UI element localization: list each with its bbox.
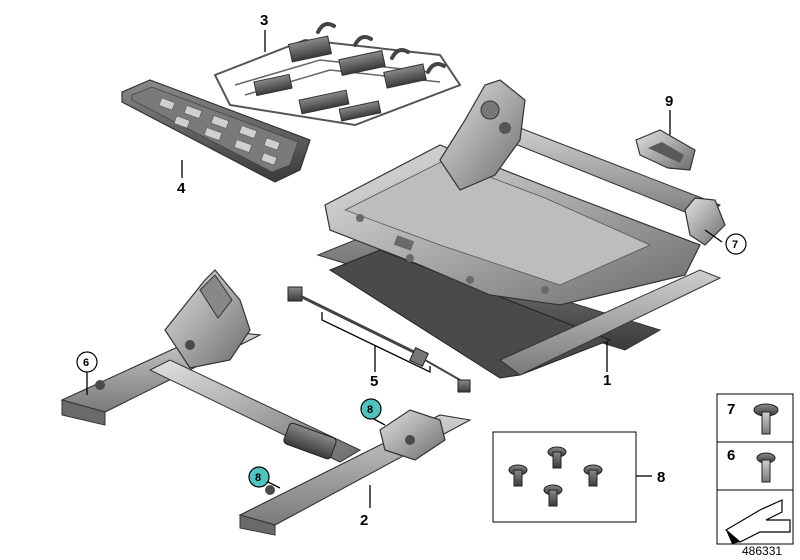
circle-callout-6: 6 bbox=[76, 351, 98, 373]
screw-7-icon bbox=[753, 403, 779, 435]
circle-callout-8-lower: 8 bbox=[248, 466, 270, 488]
seat-pan-mat[interactable] bbox=[121, 79, 311, 183]
circle-callout-7: 7 bbox=[725, 233, 747, 255]
screw-set-box[interactable] bbox=[492, 431, 637, 523]
callout-9: 9 bbox=[665, 93, 673, 110]
svg-text:7: 7 bbox=[732, 239, 738, 251]
callout-8: 8 bbox=[657, 469, 665, 486]
svg-text:6: 6 bbox=[83, 357, 89, 369]
legend-label-7: 7 bbox=[727, 401, 735, 418]
screw-6-icon bbox=[756, 452, 776, 483]
callout-4: 4 bbox=[177, 180, 186, 197]
leader-lines bbox=[86, 30, 723, 508]
legend-label-6: 6 bbox=[727, 447, 735, 464]
spring-wire-assembly[interactable] bbox=[213, 22, 462, 127]
seat-frame-main[interactable] bbox=[316, 79, 726, 379]
diagram-id: 486331 bbox=[742, 544, 782, 558]
bracket-part[interactable] bbox=[635, 129, 696, 171]
callout-2: 2 bbox=[360, 512, 368, 529]
arrow-direction-icon bbox=[724, 499, 791, 544]
svg-text:8: 8 bbox=[367, 404, 373, 416]
legend-panel: 7 6 bbox=[716, 393, 794, 545]
svg-text:8: 8 bbox=[255, 472, 261, 484]
callout-5: 5 bbox=[370, 373, 378, 390]
callout-3: 3 bbox=[260, 12, 268, 29]
rail-assembly-lower[interactable] bbox=[60, 269, 472, 536]
circle-callout-8-upper: 8 bbox=[360, 398, 382, 420]
torsion-bar-assembly[interactable] bbox=[287, 286, 471, 393]
callout-1: 1 bbox=[603, 372, 611, 389]
